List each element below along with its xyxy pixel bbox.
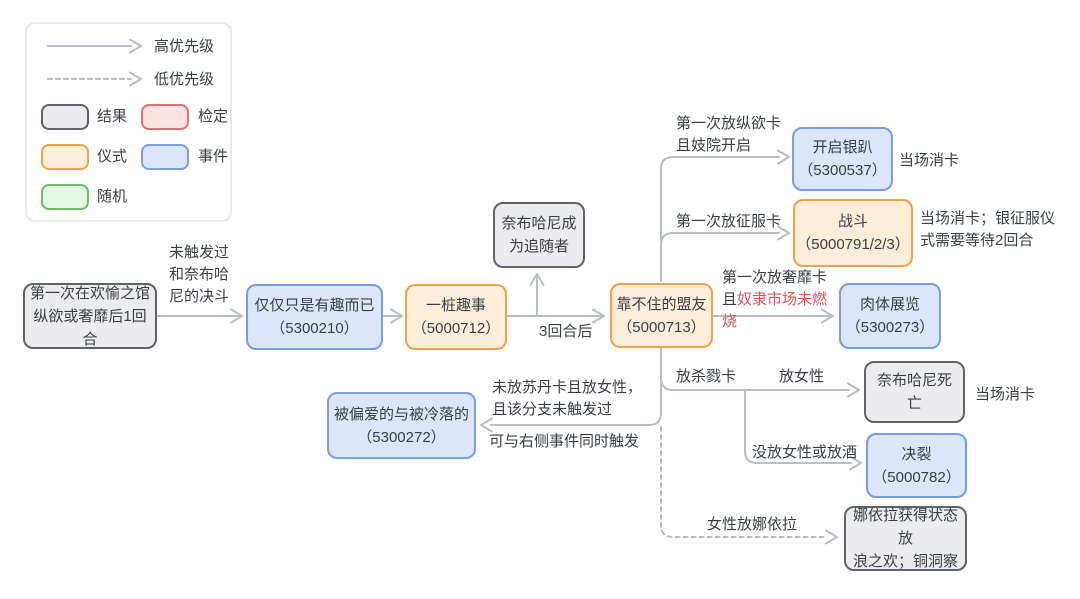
label-luxury-condition: 第一次放奢靡卡且奴隶市场未燃烧 <box>722 267 835 333</box>
edge-ally-death <box>660 377 850 391</box>
dashed-arrow-head-icon <box>129 71 142 87</box>
label-no-female-condition: 没放女性或放酒 <box>752 444 858 461</box>
solid-arrow-head-icon <box>129 38 142 54</box>
node-amusing-affair: 一桩趣事 （5000712） <box>405 284 507 350</box>
arrow-ally-exhibit <box>821 308 834 324</box>
label-consume-battle: 当场消卡；银征服仪 式需要等待2回合 <box>920 210 1056 249</box>
label-sultan-note: 可与右侧事件同时触发 <box>489 433 640 450</box>
arrow-up-follower <box>529 273 545 286</box>
legend-label-ritual: 仪式 <box>97 148 128 165</box>
label-conquer-condition: 第一次放征服卡 <box>676 213 782 230</box>
legend-arrows <box>47 38 142 87</box>
label-female-condition: 放女性 <box>779 368 825 385</box>
node-death-result: 奈布哈尼死亡 <box>864 361 965 423</box>
legend-label-check: 检定 <box>198 108 229 125</box>
label-luxury-red: 奴隶市场未燃烧 <box>722 291 828 330</box>
edge-ally-party <box>660 156 780 282</box>
label-kill-condition: 放杀戮卡 <box>676 368 737 385</box>
node-just-fun: 仅仅只是有趣而已 （5300210） <box>246 284 383 350</box>
node-unreliable-ally: 靠不住的盟友 （5000713） <box>610 283 713 348</box>
arrow-amusing-ally <box>592 308 605 324</box>
legend-panel: 高优先级 低优先级 结果 检定 仪式 事件 随机 <box>25 22 232 222</box>
arrow-ally-battle <box>777 225 790 241</box>
label-sultan-condition: 未放苏丹卡且放女性， 且该分支未触发过 <box>492 379 643 418</box>
label-consume-party: 当场消卡 <box>899 152 960 169</box>
node-favored-neglected: 被偏爱的与被冷落的 （5300272） <box>327 392 476 459</box>
node-silver-party: 开启银趴 （5300537） <box>792 127 893 191</box>
node-body-exhibit: 肉体展览 （5300273） <box>839 283 941 349</box>
node-start: 第一次在欢愉之馆 纵欲或奢靡后1回合 <box>23 283 157 349</box>
legend-label-random: 随机 <box>97 188 128 205</box>
label-naila-condition: 女性放娜依拉 <box>707 516 798 533</box>
legend-label-result: 结果 <box>97 108 128 125</box>
legend-label-high-priority: 高优先级 <box>154 38 215 55</box>
legend-swatch-ritual <box>41 144 89 170</box>
legend-swatch-random <box>41 184 89 210</box>
arrow-ally-favored <box>480 417 493 433</box>
arrow-start-justfun <box>230 308 243 324</box>
label-three-rounds: 3回合后 <box>539 323 593 340</box>
edge-ally-naila <box>660 426 828 538</box>
edge-kill-split <box>744 389 852 464</box>
legend-swatch-check <box>141 104 189 130</box>
legend-label-low-priority: 低优先级 <box>154 71 215 88</box>
arrow-kill-split <box>849 455 862 471</box>
edge-ally-favored <box>490 412 662 426</box>
label-luxury-black: 第一次放奢靡卡且 <box>722 269 828 308</box>
legend-swatch-result <box>41 104 89 130</box>
node-battle: 战斗 （5000791/2/3） <box>793 199 913 267</box>
legend-label-event: 事件 <box>198 148 229 165</box>
legend-swatch-event <box>141 144 189 170</box>
edge-ally-battle <box>660 232 780 246</box>
label-lust-condition: 第一次放纵欲卡 且妓院开启 <box>676 115 782 154</box>
arrow-justfun-amusing <box>390 308 403 324</box>
arrow-ally-naila <box>825 529 838 545</box>
label-consume-death: 当场消卡 <box>975 386 1036 403</box>
node-follower-result: 奈布哈尼成 为追随者 <box>493 202 585 268</box>
node-split: 决裂 （5000782） <box>866 433 967 498</box>
arrow-ally-death <box>847 382 860 398</box>
arrow-ally-party <box>777 149 790 165</box>
label-duel-condition: 未触发过 和奈布哈 尼的决斗 <box>169 244 230 305</box>
node-naila-result: 娜依拉获得状态放 浪之欢；铜洞察 <box>844 506 967 571</box>
